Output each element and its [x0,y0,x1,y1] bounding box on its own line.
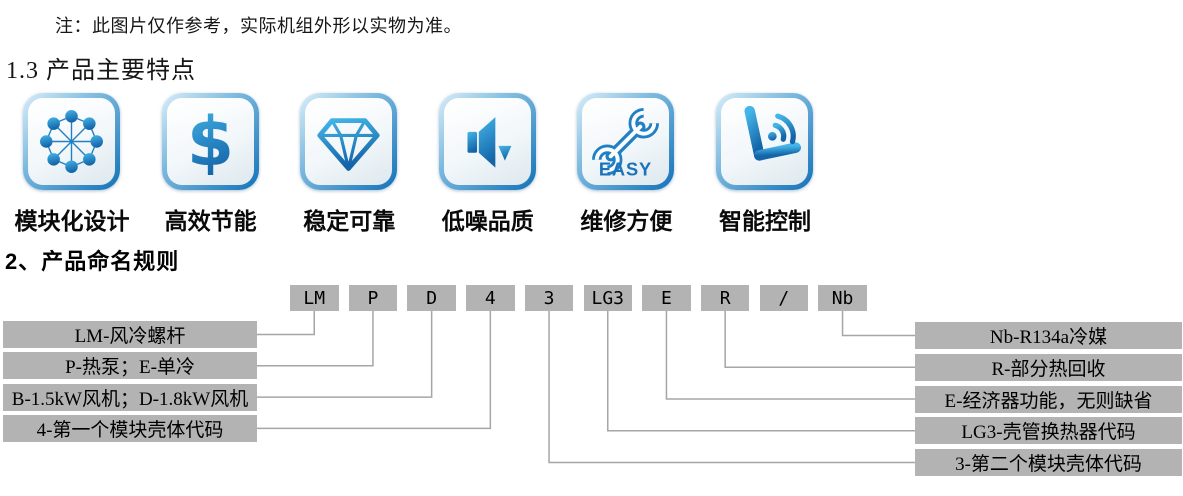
section-2-title: 2、产品命名规则 [5,249,180,274]
code-box-LM: LM [290,285,339,311]
feature-6: 智能控制 [716,93,813,236]
feature-tile-face: $ [166,98,254,185]
feature-tile [300,93,398,190]
section-1-3-title: 1.3 产品主要特点 [6,58,196,84]
code-box-3: 3 [524,285,574,311]
right-label-3: E-经济器功能，无则缺省 [915,385,1182,413]
speaker-volume-down-icon [467,117,512,168]
feature-tile [23,93,120,190]
feature-2: $ 高效节能 [161,93,259,236]
laptop-wifi-icon [744,105,802,161]
feature-tile-face [28,98,115,185]
feature-tile: $ [161,93,259,190]
feature-tile-face [721,98,808,185]
code-box-R: R [700,285,750,311]
left-label-3: B-1.5kW风机；D-1.8kW风机 [3,383,257,411]
feature-caption: 智能控制 [719,208,811,234]
code-box-D: D [407,285,456,311]
code-box-4: 4 [466,285,515,311]
easy-text: EASY [599,158,652,179]
code-box-LG3: LG3 [583,285,632,311]
feature-tile-face [443,98,531,185]
feature-tile-face [305,98,393,185]
feature-caption: 维修方便 [580,208,673,234]
feature-caption: 模块化设计 [14,208,130,234]
code-box-Nb: Nb [818,285,867,311]
dollar-icon: $ [186,103,233,182]
feature-4: 低噪品质 [438,93,536,236]
wrench-icon: EASY [592,108,660,179]
right-label-5: 3-第二个模块壳体代码 [915,449,1182,476]
right-label-4: LG3-壳管换热器代码 [915,417,1182,445]
network-nodes-icon [40,110,103,173]
feature-5: EASY 维修方便 [577,93,675,236]
note-text: 注：此图片仅作参考，实际机组外形以实物为准。 [55,16,462,36]
feature-caption: 低噪品质 [441,208,534,234]
feature-tile: EASY [577,93,675,190]
left-label-1: LM-风冷螺杆 [3,321,257,348]
right-label-1: Nb-R134a冷媒 [915,322,1182,349]
feature-1: 模块化设计 [15,93,130,236]
code-box-P: P [348,285,398,311]
left-label-4: 4-第一个模块壳体代码 [3,414,257,442]
code-box-slash: / [759,285,809,311]
dollar-glyph: $ [186,103,233,182]
feature-tile [438,93,536,190]
feature-tile [716,93,813,190]
diamond-icon [317,118,380,171]
right-label-2: R-部分热回收 [915,353,1182,381]
left-label-2: P-热泵；E-单冷 [3,352,257,380]
code-box-E: E [642,285,691,311]
feature-tile-face: EASY [582,98,670,185]
feature-caption: 稳定可靠 [303,208,396,234]
feature-3: 稳定可靠 [300,93,398,236]
feature-caption: 高效节能 [164,208,257,234]
